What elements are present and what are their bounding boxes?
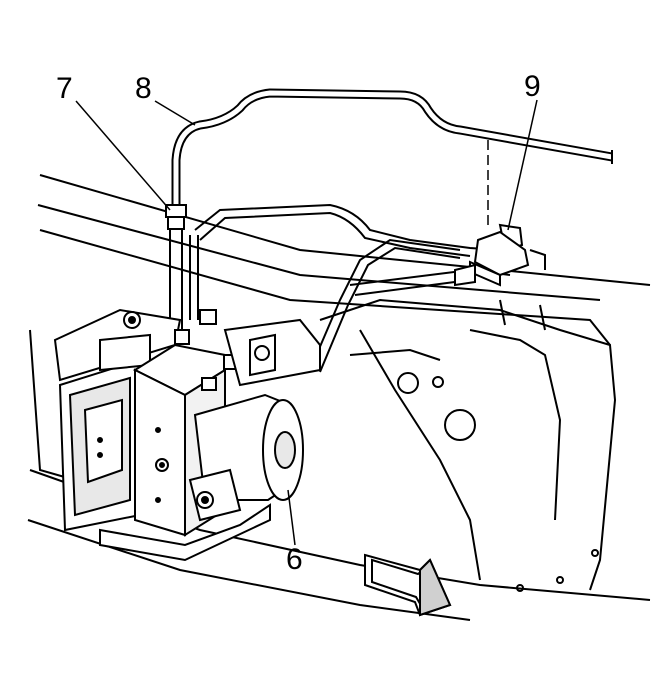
- callout-9: 9: [524, 70, 541, 103]
- pipe-fitting-7: [165, 204, 199, 330]
- pipe-clip-9: [454, 223, 546, 287]
- leader-8: [154, 100, 196, 126]
- brake-pipe-8: [171, 88, 613, 205]
- forward-direction-arrow-icon: [364, 553, 452, 617]
- callout-7: 7: [56, 72, 73, 105]
- leader-9: [507, 99, 538, 231]
- leader-7: [75, 100, 171, 211]
- pump-motor-6: [188, 393, 304, 522]
- vehicle-frame: [27, 174, 651, 621]
- callout-6: 6: [286, 543, 303, 576]
- leader-6: [287, 489, 296, 546]
- leader-lines: [75, 99, 538, 546]
- callout-8: 8: [135, 72, 152, 105]
